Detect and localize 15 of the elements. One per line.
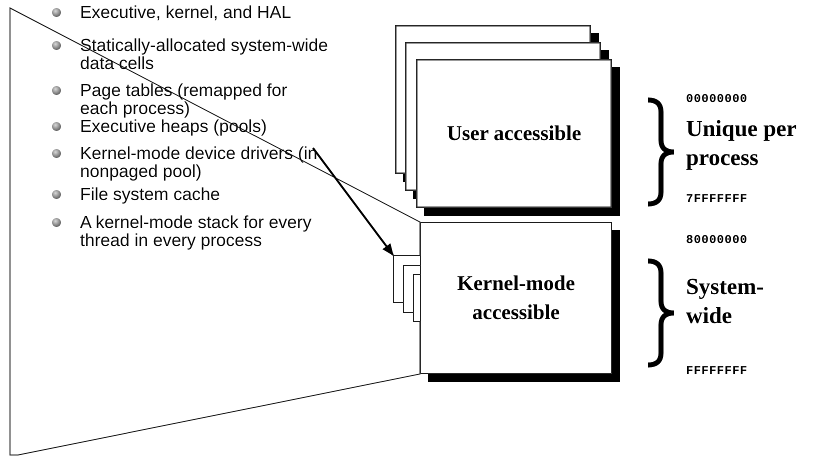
list-item-text: Executive, kernel, and HAL (80, 3, 292, 21)
range-label: Unique per process (686, 115, 798, 172)
stacked-pages (395, 25, 620, 216)
list-item-text: File system cache (80, 185, 222, 203)
address-label: 00000000 (686, 92, 748, 106)
address-label: 7FFFFFFF (686, 192, 748, 206)
arrow (312, 147, 394, 256)
address-label: FFFFFFFF (686, 364, 748, 378)
list-item-text: A kernel-mode stack for every thread in every process (80, 213, 312, 249)
range-label: System-wide (686, 273, 765, 330)
region-label: User accessible (446, 120, 582, 147)
address-label: 80000000 (686, 233, 748, 247)
list-item-text: Page tables (remapped for each process) (80, 81, 288, 117)
region-label: Kernel-mode accessible (456, 270, 576, 326)
list-item-text: Statically-allocated system-wide data cells (80, 36, 330, 72)
